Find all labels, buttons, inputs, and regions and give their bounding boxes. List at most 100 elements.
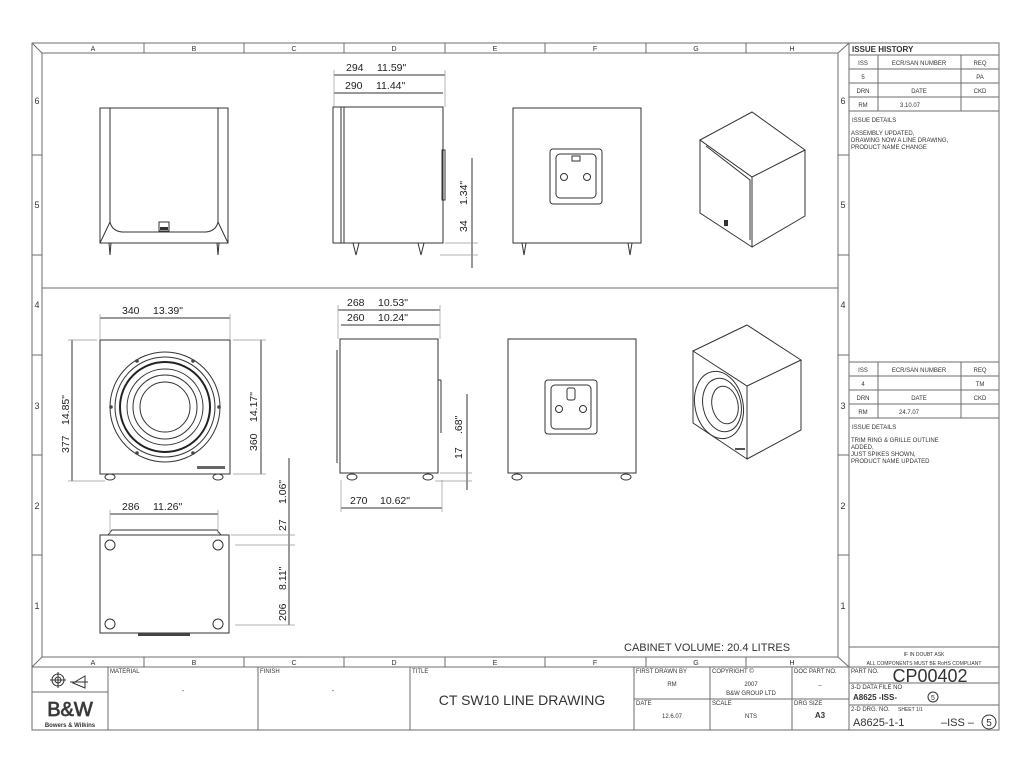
isometric-view-driver: [691, 324, 803, 460]
drg-no-value: A8625-1-1: [853, 717, 904, 729]
header-drn: DRN: [857, 89, 870, 95]
column-label: B: [192, 660, 197, 667]
issue-details-label: ISSUE DETAILS: [852, 118, 896, 124]
header-ecr: ECR/SAN NUMBER: [892, 61, 947, 67]
row-labels: 6 5 4 3 2 1 6 5 4 3 2 1: [34, 96, 845, 611]
front-view-grille: [99, 107, 229, 256]
row-label: 3: [34, 401, 39, 411]
dim-label: 13.39": [153, 305, 183, 317]
issue-req: PA: [976, 75, 984, 81]
drg-sheet-label: SHEET 1/1: [898, 707, 923, 713]
drg-iss-label: –ISS –: [941, 717, 975, 729]
drg-issue-number: 5: [986, 718, 992, 729]
front-view-driver: 340 13.39" 377 14.85" 360 14.17": [60, 305, 266, 482]
issue-circle-icon: [927, 691, 939, 703]
title-label: TITLE: [412, 669, 428, 675]
first-drawn-label: FIRST DRAWN BY: [636, 669, 687, 675]
dim-label: 290: [345, 80, 363, 92]
row-label: 5: [840, 200, 845, 210]
row-label: 6: [840, 96, 845, 106]
dim-label: 1.34": [458, 181, 470, 205]
column-label: C: [291, 46, 296, 53]
dim-label: 270: [350, 495, 368, 507]
header-drn: DRN: [857, 396, 870, 402]
dim-label: 17: [453, 447, 465, 459]
issue-req: TM: [976, 382, 985, 388]
column-label: H: [789, 46, 794, 53]
title-block: B&W Bowers & Wilkins MATERIAL - FINISH -…: [31, 666, 1000, 731]
column-label: C: [291, 660, 296, 667]
dim-label: 11.59": [377, 62, 406, 74]
third-angle-projection-icon: [50, 672, 88, 689]
column-label: H: [789, 660, 794, 667]
issue-drawn-by: RM: [858, 103, 867, 109]
dim-label: 294: [346, 62, 364, 74]
copyright-label: COPYRIGHT ©: [712, 668, 754, 675]
dim-label: 34: [458, 220, 470, 232]
row-label: 1: [34, 601, 39, 611]
issue-detail-line: JUST SPIKES SHOWN,: [851, 452, 916, 458]
column-label: A: [91, 660, 96, 667]
cabinet-volume-note: CABINET VOLUME: 20.4 LITRES: [624, 642, 790, 654]
issue-detail-line: TRIM RING & GRILLE OUTLINE: [851, 438, 939, 444]
column-label: F: [593, 660, 597, 667]
side-view-top: 294 11.59" 290 11.44" 34 1.34": [332, 62, 478, 268]
data-file-value: A8625 -ISS-: [853, 693, 897, 702]
dim-label: 11.26": [153, 501, 182, 513]
issue-circle-icon: [981, 714, 997, 730]
column-label: G: [693, 660, 698, 667]
dim-label: 27: [277, 519, 289, 531]
finish-value: -: [332, 688, 335, 695]
column-label: F: [593, 46, 597, 53]
header-ckd: CKD: [974, 396, 987, 402]
scale-value: NTS: [745, 714, 757, 720]
issue-detail-line: PRODUCT NAME CHANGE: [851, 145, 927, 151]
doc-part-label: DOC PART NO.: [794, 669, 837, 675]
date-label: DATE: [636, 701, 652, 707]
dim-label: 14.85": [60, 395, 72, 425]
rohs-note: ALL COMPONENTS MUST BE RoHS COMPLIANT: [867, 661, 982, 667]
drawing-frame: A B C D E F G H A B C D E F G H 6 5 4 3 …: [31, 42, 850, 668]
issue-date: 24.7.07: [899, 410, 920, 416]
brand-badge: [158, 221, 170, 232]
rear-view-middle: [507, 338, 637, 481]
issue-history-title: ISSUE HISTORY: [852, 45, 914, 54]
dim-label: .68": [453, 415, 465, 434]
row-label: 1: [840, 601, 845, 611]
row-label: 5: [34, 200, 39, 210]
issue-date: 3.10.07: [900, 103, 921, 109]
date-value: 12.6.07: [662, 714, 683, 720]
data-file-issue: 5: [931, 695, 935, 702]
doc-part-value: –: [818, 683, 822, 689]
bw-logo: B&W: [47, 699, 93, 721]
row-label: 4: [840, 300, 845, 310]
header-req: REQ: [973, 61, 986, 67]
copyright-year: 2007: [744, 682, 758, 688]
drg-no-label: 2-D DRG. NO.: [851, 707, 890, 713]
column-label: E: [493, 46, 498, 53]
row-label: 2: [34, 501, 39, 511]
dim-label: 1.06": [277, 480, 289, 504]
issue-history-panel: ISSUE HISTORY ISS ECR/SAN NUMBER REQ 5 P…: [848, 42, 1000, 668]
dim-label: 11.44": [376, 80, 405, 92]
doubt-note: IF IN DOUBT ASK: [904, 652, 945, 658]
row-label: 4: [34, 300, 39, 310]
issue-details-label: ISSUE DETAILS: [852, 425, 896, 431]
row-label: 2: [840, 501, 845, 511]
brand-name: Bowers & Wilkins: [45, 723, 96, 729]
dim-label: 260: [347, 312, 365, 324]
scale-label: SCALE: [712, 701, 732, 707]
issue-detail-line: DRAWING NOW A LINE DRAWING,: [851, 138, 949, 144]
header-ckd: CKD: [974, 89, 987, 95]
issue-detail-line: PRODUCT NAME UPDATED: [851, 459, 930, 465]
part-no-label: PART NO.: [851, 669, 879, 675]
dim-label: 360: [248, 433, 260, 451]
row-label: 3: [840, 401, 845, 411]
dim-label: 10.62": [380, 495, 410, 507]
column-label: B: [192, 46, 197, 53]
dim-label: 8.11": [277, 566, 289, 590]
column-label: D: [391, 660, 396, 667]
dim-label: 10.53": [378, 297, 408, 309]
column-label: G: [693, 46, 698, 53]
